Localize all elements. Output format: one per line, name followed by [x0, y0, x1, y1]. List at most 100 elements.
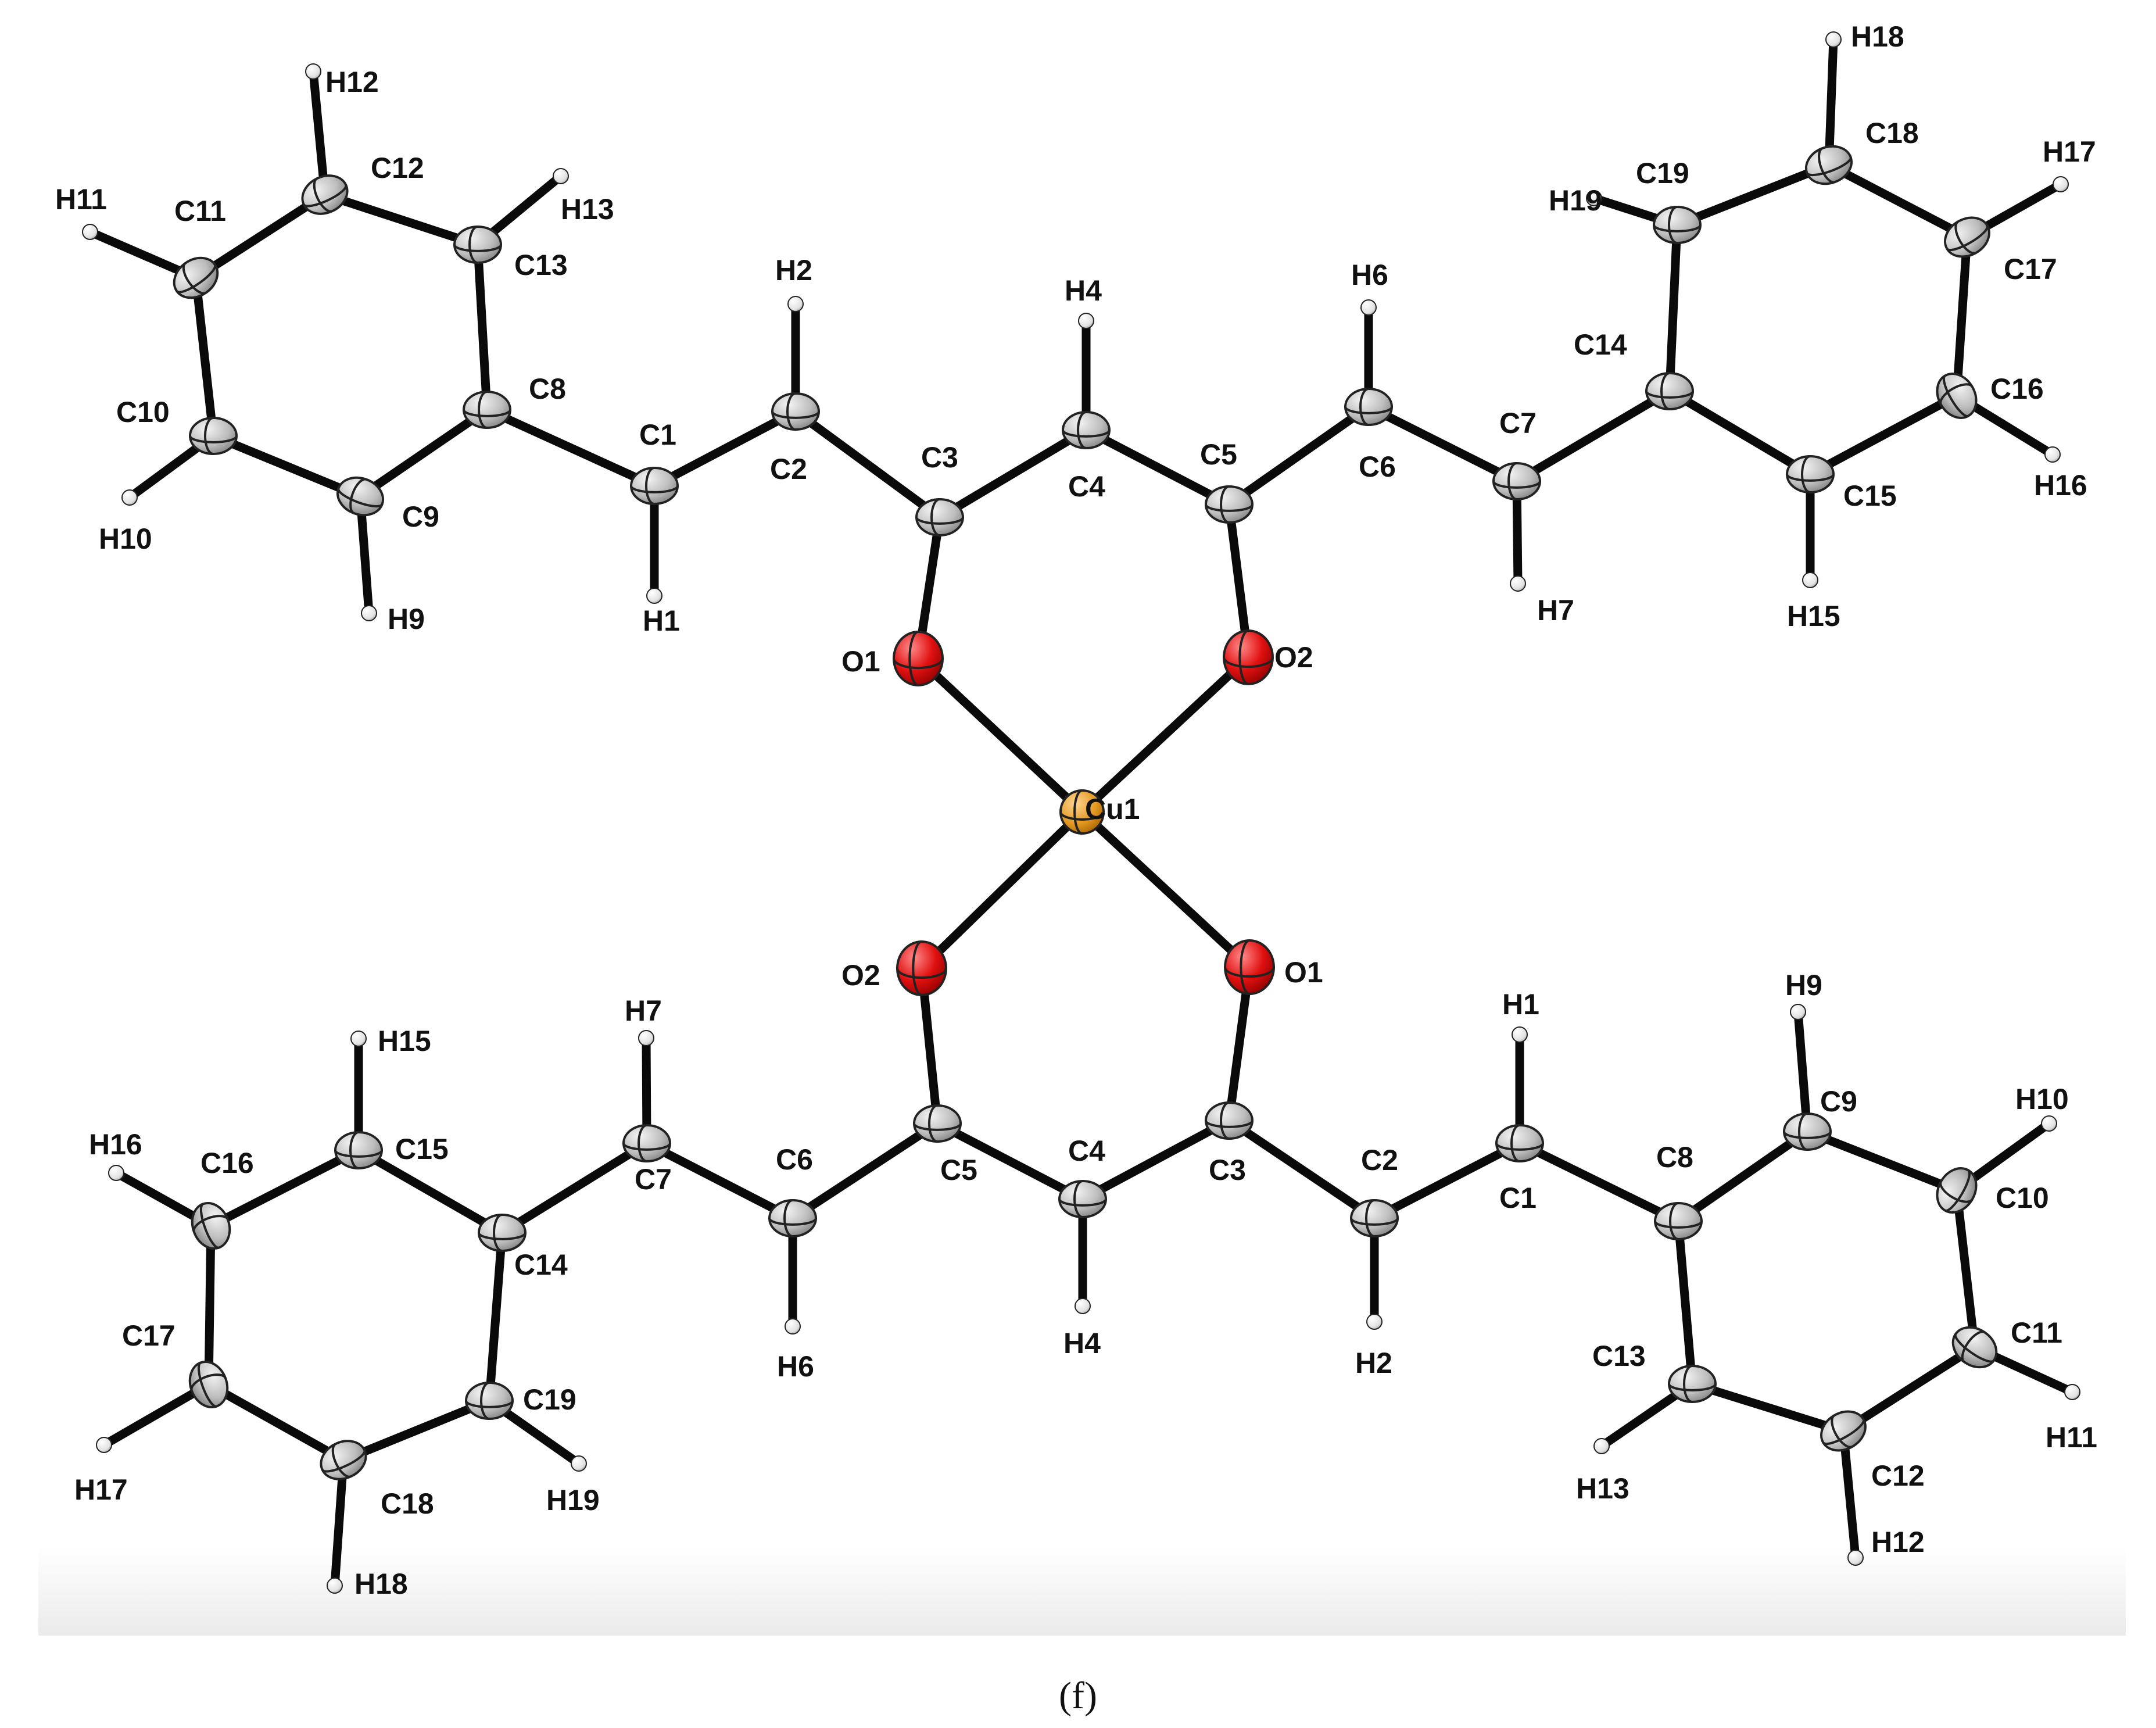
atom-label-h16a: H16 [2034, 469, 2087, 502]
atom-c6a [1344, 388, 1393, 426]
bond-c1a-c2a [650, 407, 800, 491]
atom-label-cu1: Cu1 [1085, 793, 1140, 825]
bond-c6b-c7b [642, 1139, 797, 1223]
atom-c18b [320, 1440, 367, 1480]
atom-h6b [785, 1318, 801, 1335]
bond-c2b-c1b [1370, 1139, 1524, 1223]
atom-c12b [1820, 1410, 1867, 1452]
atom-c11a [173, 256, 219, 299]
atom-label-c15b: C15 [395, 1133, 449, 1165]
atom-label-c2b: C2 [1361, 1144, 1398, 1176]
atom-h1a [646, 588, 662, 604]
atom-label-c13a: C13 [514, 249, 568, 281]
bond-o1a-cu1 [914, 654, 1087, 817]
bond-c4a-c5a [1081, 425, 1234, 509]
atom-label-c18b: C18 [381, 1487, 434, 1520]
atom-label-h2a: H2 [775, 254, 812, 287]
atom-label-h15b: H15 [378, 1025, 431, 1057]
atom-label-h16b: H16 [89, 1128, 142, 1161]
atom-label-h13b: H13 [1576, 1472, 1629, 1505]
bond-c7b-c14b [497, 1139, 651, 1237]
atom-label-c5a: C5 [1200, 438, 1237, 471]
bond-c19b-c14b [485, 1228, 507, 1405]
atom-c13b [1668, 1365, 1717, 1403]
bond-c18a-h18a [1824, 35, 1838, 170]
atom-h4b [1075, 1298, 1091, 1314]
atom-label-c9b: C9 [1820, 1085, 1857, 1118]
atom-h2b [1366, 1314, 1383, 1330]
atom-c4a [1062, 411, 1111, 449]
atom-c10b [1936, 1167, 1978, 1214]
atom-c8a [463, 391, 511, 429]
bond-c18b-c19b [339, 1396, 494, 1465]
bond-c18b-h18b [330, 1455, 348, 1590]
atom-h15b [350, 1031, 367, 1047]
atom-label-c14a: C14 [1574, 328, 1627, 361]
atom-c10a [189, 417, 238, 455]
atom-label-h1a: H1 [643, 604, 680, 637]
atom-label-c15a: C15 [1843, 480, 1897, 512]
atom-c17a [1944, 216, 1990, 258]
atom-label-c18a: C18 [1865, 117, 1919, 149]
figure-caption: (f) [1059, 1675, 1097, 1717]
atom-h10b [2041, 1115, 2057, 1132]
bond-c16b-c17b [204, 1221, 216, 1389]
bond-c1b-c8b [1515, 1139, 1683, 1226]
bond-c8a-c9a [356, 405, 492, 501]
atom-label-c19b: C19 [523, 1383, 576, 1416]
atom-c14b [478, 1214, 527, 1252]
atom-label-c16b: C16 [200, 1147, 254, 1179]
atom-h1b [1512, 1026, 1528, 1043]
atom-label-o1b: O1 [1284, 956, 1323, 989]
atom-h13b [1593, 1438, 1610, 1454]
atom-c18a [1804, 145, 1853, 185]
atom-label-h19a: H19 [1549, 184, 1602, 217]
bond-c12b-c13b [1688, 1379, 1848, 1436]
atom-label-h18b: H18 [354, 1568, 408, 1600]
bond-c17b-h17b [99, 1380, 213, 1450]
atom-h11a [82, 224, 98, 240]
atom-label-c2a: C2 [770, 453, 807, 485]
atom-o2a [1223, 629, 1274, 685]
atom-h15a [1802, 572, 1818, 588]
atom-c7a [1492, 462, 1541, 500]
atom-o1a [893, 631, 944, 686]
bond-c3a-c4a [935, 425, 1091, 522]
atom-label-c3a: C3 [921, 441, 958, 474]
atom-c16a [1936, 373, 1978, 419]
bond-cu1-o2b [917, 807, 1087, 973]
bond-c15b-c16b [206, 1146, 363, 1230]
atom-h16a [2044, 446, 2061, 463]
bond-c3b-c2b [1224, 1116, 1379, 1223]
bond-c5b-c4b [933, 1119, 1087, 1204]
bond-c9b-h9b [1793, 1007, 1812, 1136]
bond-c5a-c6a [1224, 402, 1373, 509]
bond-c19a-c14a [1665, 220, 1682, 396]
atom-label-h7b: H7 [625, 994, 662, 1027]
atom-h16b [108, 1165, 124, 1181]
bond-c11b-c12b [1839, 1343, 1979, 1436]
atom-c6b [768, 1199, 817, 1237]
atom-h12b [1847, 1550, 1864, 1566]
atom-h9b [1790, 1004, 1806, 1020]
atom-h11b [2064, 1384, 2080, 1400]
atom-label-c8a: C8 [529, 373, 566, 405]
atom-h13a [553, 168, 569, 184]
bond-c17b-c18b [204, 1380, 348, 1465]
atom-label-h11b: H11 [2046, 1421, 2097, 1454]
bond-c9b-c10b [1803, 1127, 1961, 1195]
atom-c15b [334, 1131, 383, 1169]
bond-c14a-c15a [1665, 387, 1815, 479]
atom-label-c4b: C4 [1068, 1135, 1105, 1167]
atom-h18b [327, 1577, 343, 1594]
atom-label-h17a: H17 [2043, 135, 2096, 168]
bond-c13a-c8a [473, 240, 492, 414]
atom-c3b [1205, 1101, 1254, 1140]
bond-cu1-o1b [1077, 807, 1254, 972]
atom-c3a [915, 498, 964, 536]
bond-c13b-c8b [1674, 1217, 1697, 1389]
bond-c11a-c12a [191, 190, 330, 282]
atom-label-c12b: C12 [1871, 1459, 1925, 1492]
